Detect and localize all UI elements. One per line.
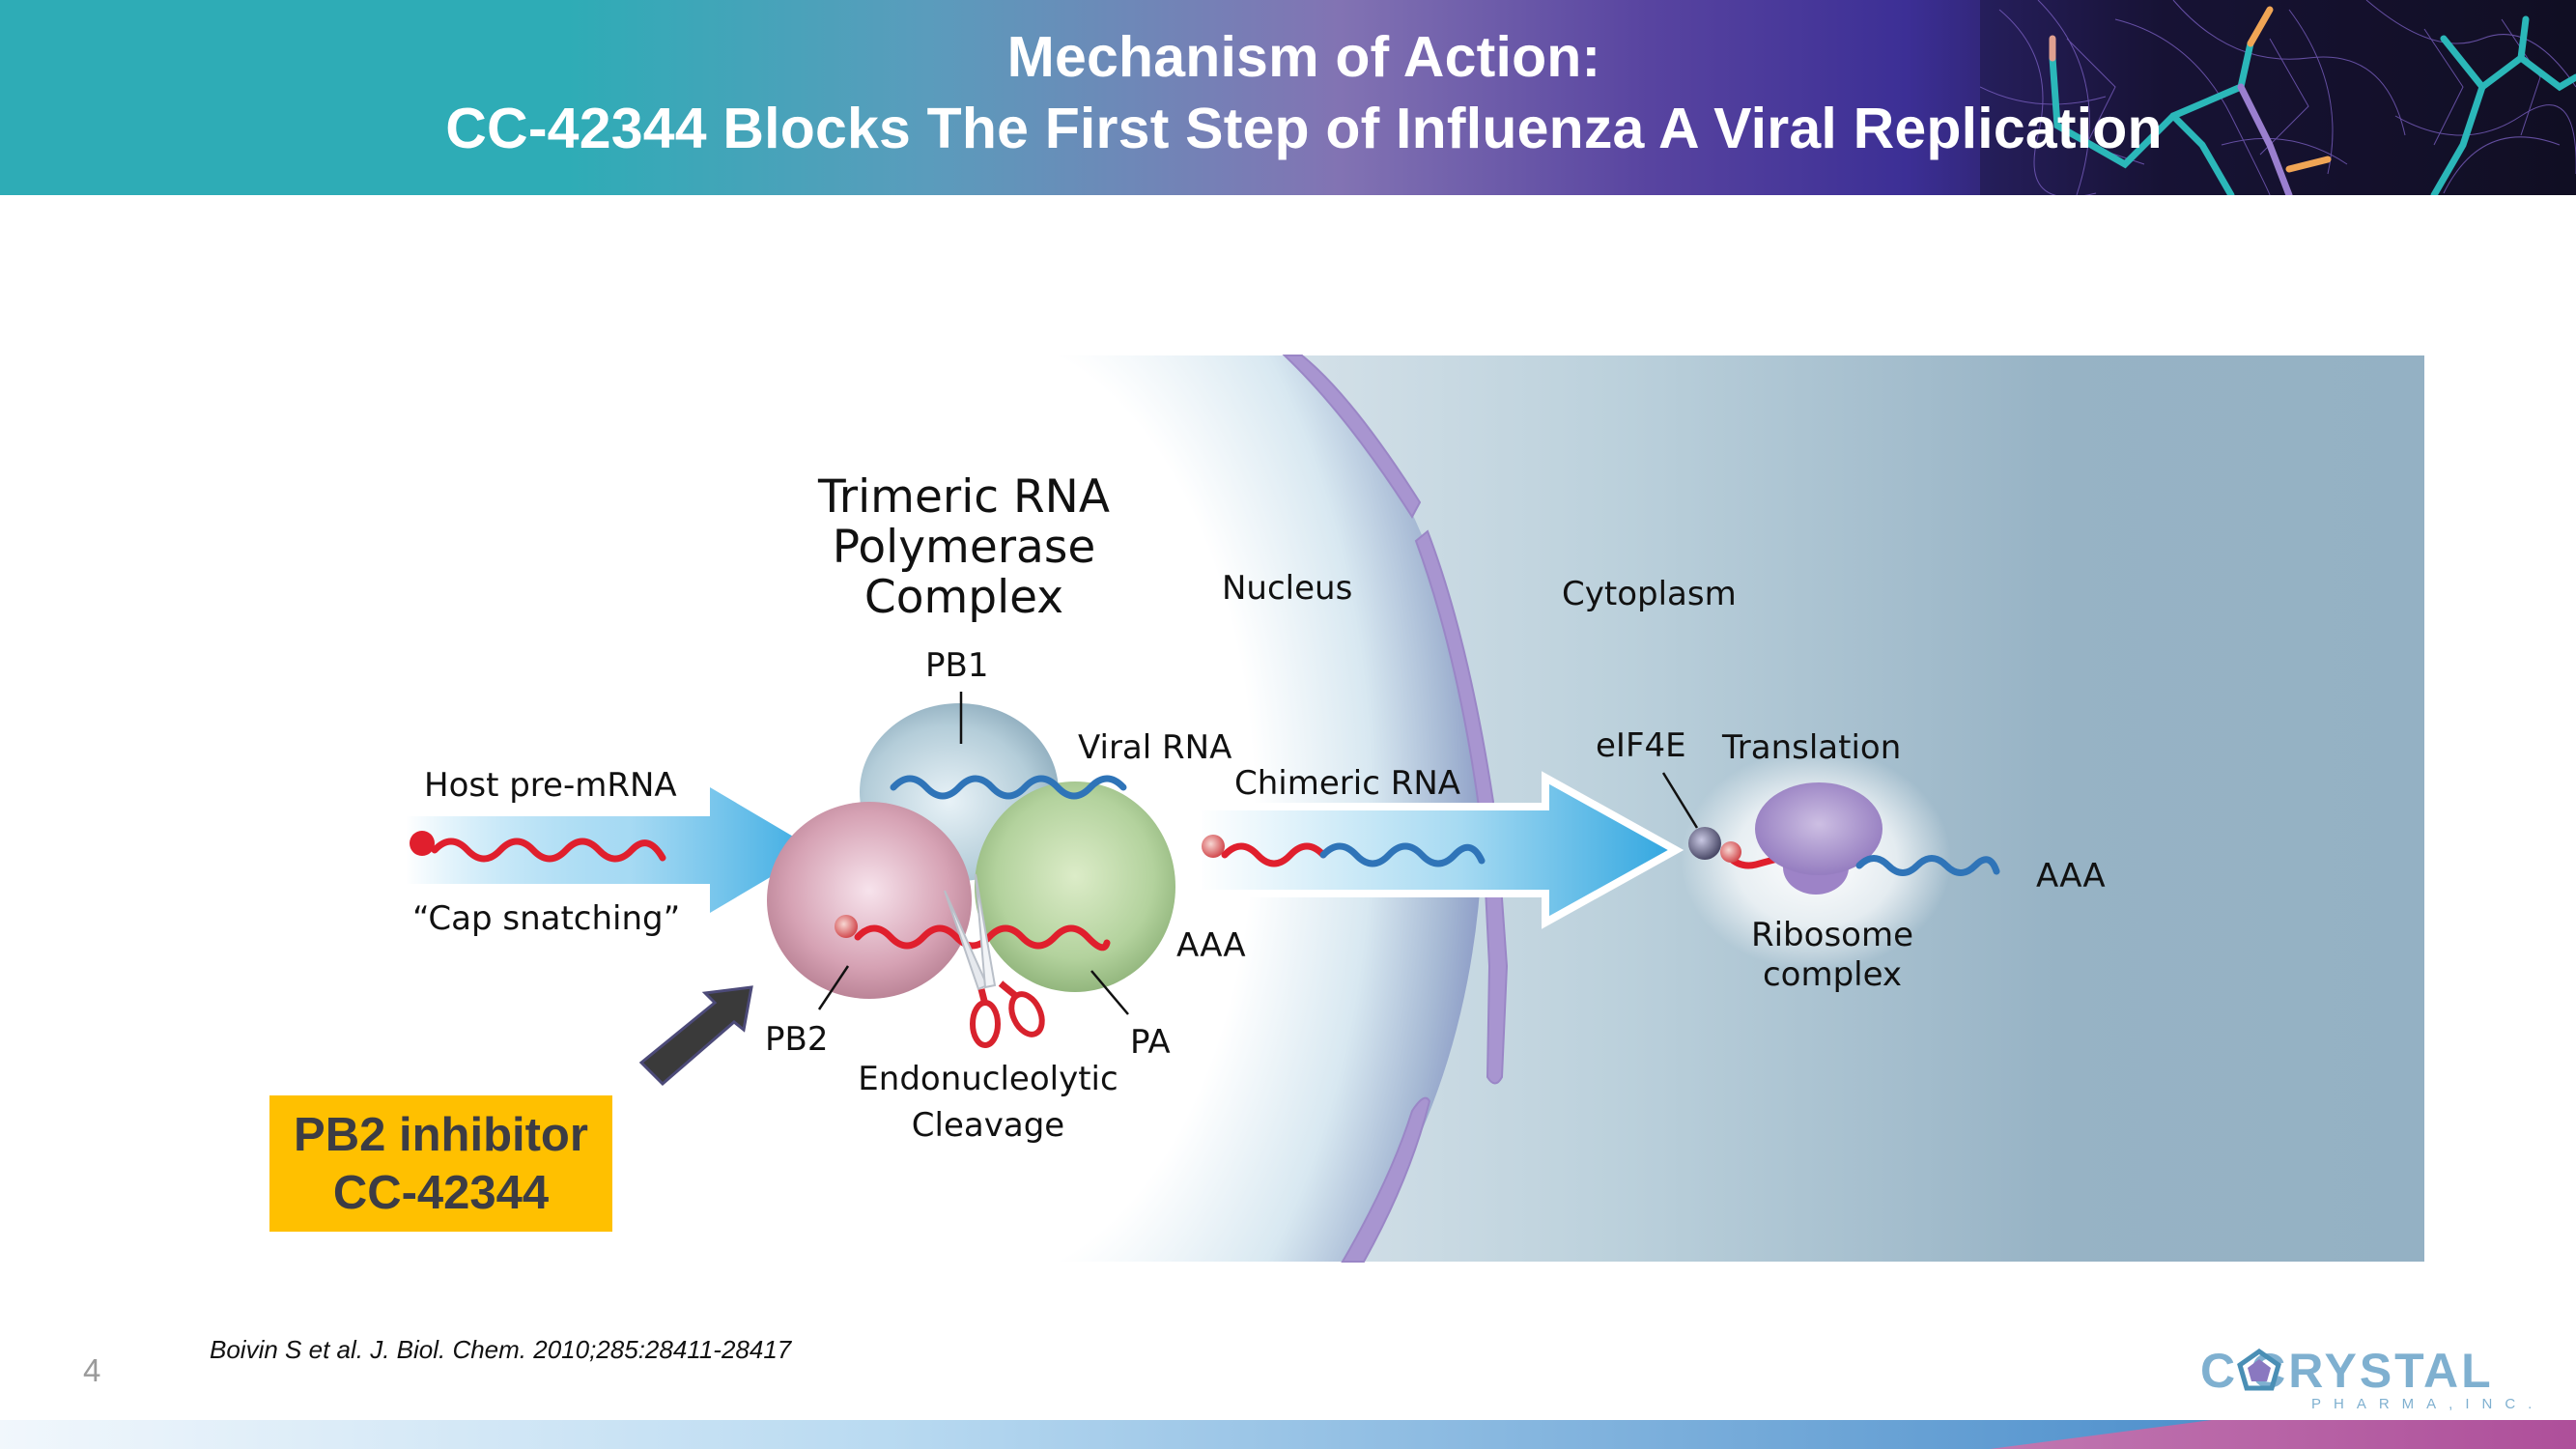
pa-label: PA	[1130, 1023, 1171, 1062]
citation: Boivin S et al. J. Biol. Chem. 2010;285:…	[210, 1335, 792, 1364]
slide-title-line1: Mechanism of Action:	[1006, 25, 1601, 89]
protein-mesh-image	[1980, 0, 2576, 195]
translated-rna-blue	[1855, 855, 2000, 876]
endonucleolytic-label: Endonucleolytic	[858, 1060, 1118, 1098]
footer-decoration	[0, 1420, 2576, 1449]
translation-label: Translation	[1721, 728, 1901, 767]
logo-subtitle: PHARMA,INC.	[2311, 1396, 2545, 1412]
viral-rna-label: Viral RNA	[1078, 728, 1231, 767]
pentagon-logo-icon	[2237, 1349, 2281, 1391]
host-pre-mrna-strand	[431, 838, 666, 863]
ribosome-label: Ribosome	[1751, 916, 1913, 954]
rna-cap	[410, 831, 435, 856]
slide-title-line2: CC-42344 Blocks The First Step of Influe…	[445, 97, 2163, 160]
flow-arrow-icon	[1194, 771, 1684, 929]
pb2-label: PB2	[765, 1020, 828, 1059]
chimeric-rna-red	[1221, 842, 1327, 867]
pb1-label: PB1	[925, 646, 988, 685]
complex-title-line3: Complex	[864, 571, 1063, 624]
pb2-subunit	[767, 802, 972, 999]
viral-rna-strand	[890, 775, 1127, 800]
pa-subunit	[975, 781, 1175, 992]
aaa-label: AAA	[1176, 926, 1246, 965]
slide-header: Mechanism of Action: CC-42344 Blocks The…	[0, 0, 2576, 195]
leader-lines	[817, 692, 1699, 1015]
complex-title-line1: Trimeric RNA	[817, 470, 1110, 524]
page-number: 4	[83, 1352, 101, 1388]
eif4e-label: eIF4E	[1596, 726, 1686, 765]
chimeric-rna-label: Chimeric RNA	[1234, 764, 1460, 803]
cleavage-label: Cleavage	[912, 1106, 1064, 1145]
pb2-inhibitor-box: PB2 inhibitor CC-42344	[269, 1095, 612, 1232]
rna-cap	[835, 915, 858, 938]
rna-cap	[1202, 835, 1225, 858]
ribosome-large-subunit	[1755, 782, 1882, 875]
complex-title-line2: Polymerase	[833, 521, 1096, 574]
inhibitor-line2: CC-42344	[332, 1166, 550, 1219]
snatched-rna-strand	[854, 924, 1111, 952]
scissors-icon	[944, 873, 1045, 1048]
cytoplasm-label: Cytoplasm	[1562, 575, 1737, 613]
rna-cap	[1720, 841, 1741, 863]
cocrystal-logo: C CRYSTAL PHARMA,INC.	[2200, 1343, 2532, 1420]
slide-title: Mechanism of Action: CC-42344 Blocks The…	[0, 21, 2576, 164]
inhibitor-line1: PB2 inhibitor	[294, 1108, 588, 1161]
chimeric-rna-blue	[1319, 842, 1486, 867]
cap-snatching-label: “Cap snatching”	[412, 899, 680, 938]
flow-arrow-icon	[406, 787, 816, 913]
eif4e-protein	[1688, 827, 1721, 860]
inhibitor-arrow-icon	[638, 985, 753, 1087]
ribosome-complex-label: complex	[1763, 955, 1902, 994]
nucleus-label: Nucleus	[1222, 569, 1352, 608]
aaa-ribosome-label: AAA	[2036, 857, 2106, 895]
host-pre-mrna-label: Host pre-mRNA	[424, 766, 677, 805]
